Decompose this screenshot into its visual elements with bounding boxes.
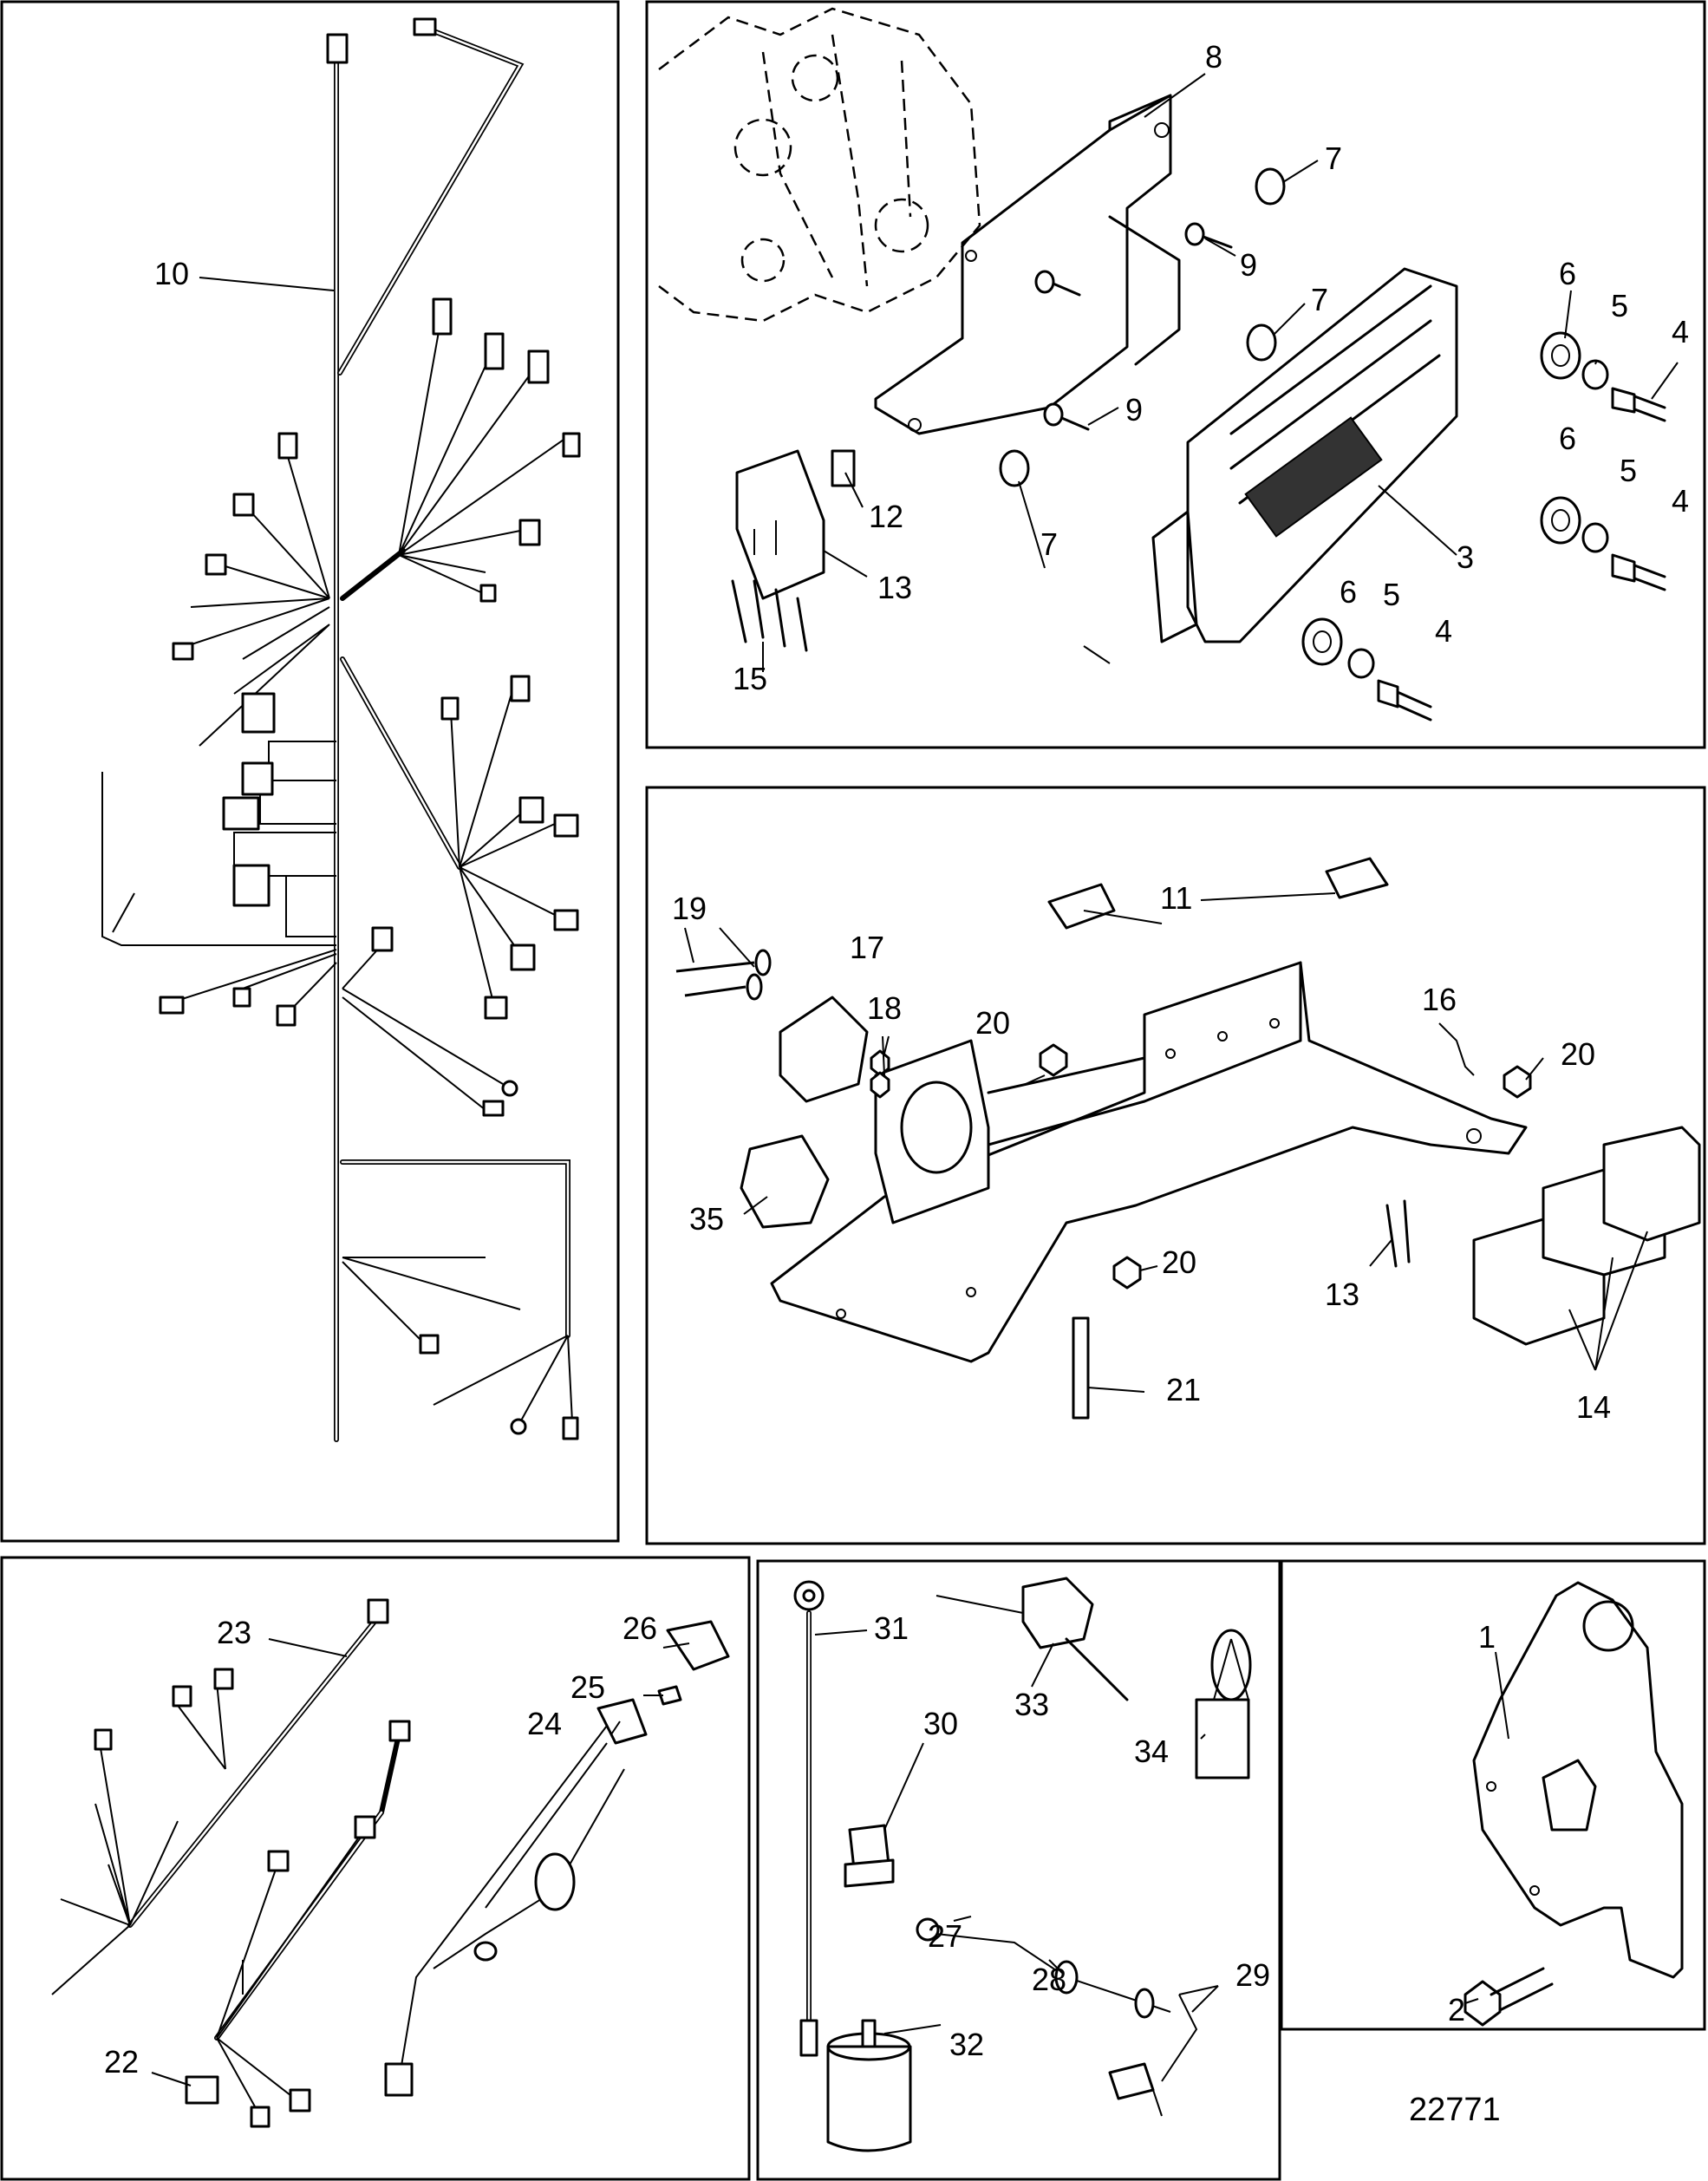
callout-20-low: 20 — [1162, 1244, 1196, 1280]
relay-mounting-bracket — [770, 961, 1528, 1363]
callout-17: 17 — [850, 930, 884, 965]
callout-19: 19 — [672, 891, 707, 926]
callout-22: 22 — [104, 2044, 139, 2080]
ecm-fasteners — [999, 167, 1286, 487]
callout-2: 2 — [1448, 1992, 1465, 2028]
callout-13-top: 13 — [877, 570, 912, 605]
figure-number: 22771 — [1409, 2092, 1501, 2128]
ecm-mounting-bracket — [874, 94, 1181, 435]
callout-30: 30 — [923, 1706, 958, 1741]
callout-35: 35 — [689, 1201, 724, 1237]
callout-29: 29 — [1235, 1957, 1270, 1993]
callout-32: 32 — [949, 2027, 984, 2062]
callout-5-top: 5 — [1611, 288, 1628, 323]
mounting-bracket-1 — [1464, 1581, 1684, 2027]
callout-4-top: 4 — [1672, 314, 1689, 349]
callout-23: 23 — [217, 1615, 251, 1650]
callout-9-top: 9 — [1240, 247, 1257, 283]
leader-lines — [151, 73, 1679, 2086]
callout-7-low: 7 — [1040, 526, 1058, 562]
callout-21: 21 — [1166, 1372, 1201, 1407]
callout-4-low: 4 — [1435, 613, 1452, 649]
callout-3: 3 — [1457, 539, 1474, 575]
callout-10: 10 — [154, 256, 189, 291]
callout-9-mid: 9 — [1125, 392, 1143, 428]
callout-28: 28 — [1032, 1962, 1066, 1997]
panel-ecm — [645, 0, 1706, 749]
callout-14: 14 — [1576, 1389, 1611, 1425]
callout-25: 25 — [570, 1669, 605, 1705]
callout-33: 33 — [1014, 1687, 1049, 1722]
callout-26: 26 — [623, 1610, 657, 1646]
callout-24: 24 — [527, 1706, 562, 1741]
callout-27: 27 — [928, 1918, 962, 1954]
panel-bracket-1 — [1280, 1559, 1706, 2031]
callout-15: 15 — [733, 661, 767, 696]
panel-bracket-relays — [645, 786, 1706, 1545]
callout-4-mid: 4 — [1672, 483, 1689, 519]
callout-numbers: 10 8 7 9 7 6 5 4 9 6 5 4 12 7 3 13 6 5 4… — [104, 39, 1689, 2080]
callout-1: 1 — [1478, 1619, 1496, 1655]
relay-bracket-hardware — [675, 857, 1532, 1420]
callout-12: 12 — [869, 499, 903, 534]
main-wiring-harness — [101, 17, 581, 1442]
engine-control-module — [1151, 267, 1458, 643]
sub-harness-22-23 — [51, 1598, 411, 2128]
panel-sub-harness — [0, 1556, 751, 2181]
engine-block-outline — [658, 7, 981, 323]
callout-5-mid: 5 — [1620, 453, 1637, 488]
callout-20-right: 20 — [1561, 1036, 1595, 1072]
callout-8: 8 — [1205, 39, 1222, 75]
callout-31: 31 — [874, 1610, 909, 1646]
callout-18: 18 — [867, 990, 902, 1026]
callout-6-mid: 6 — [1559, 421, 1576, 456]
panel-sensors — [756, 1559, 1281, 2181]
callout-6-low: 6 — [1340, 574, 1357, 610]
callout-5-low: 5 — [1383, 577, 1400, 612]
callout-16: 16 — [1422, 982, 1457, 1017]
callout-6-top: 6 — [1559, 256, 1576, 291]
callout-11: 11 — [1160, 880, 1192, 916]
sensors-and-leads — [793, 1577, 1252, 2152]
panel-main-harness — [0, 0, 620, 1543]
callout-7-top: 7 — [1325, 140, 1342, 176]
callout-7-mid: 7 — [1311, 282, 1328, 317]
relays — [1472, 1126, 1701, 1346]
sub-harness-24-26 — [384, 1620, 730, 2097]
callout-13-bracket: 13 — [1325, 1277, 1359, 1312]
callout-34: 34 — [1134, 1734, 1169, 1769]
callout-20-left: 20 — [975, 1005, 1010, 1041]
ecm-grommets-and-screws — [1301, 331, 1666, 722]
harness-connectors — [159, 17, 581, 1440]
fuse-box-and-fuses — [731, 449, 856, 652]
